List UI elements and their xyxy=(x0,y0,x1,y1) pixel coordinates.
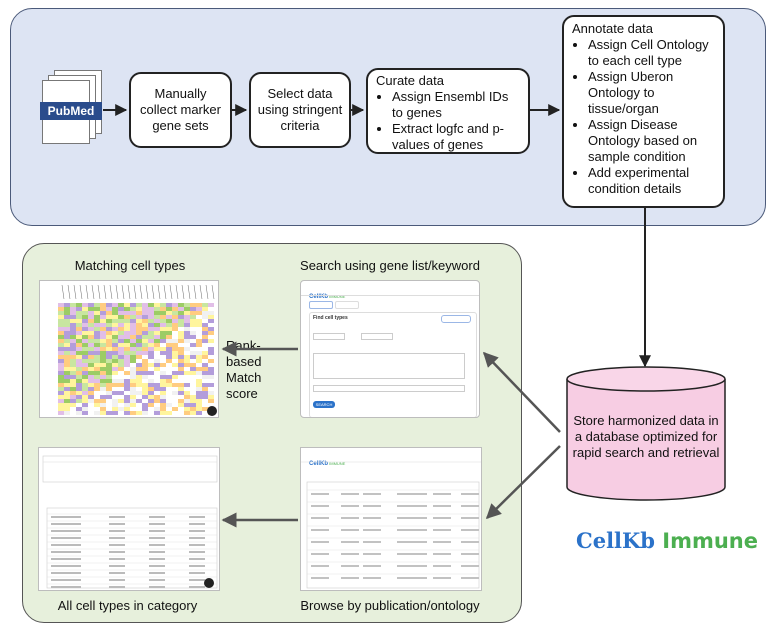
brand-cell: Cell xyxy=(576,528,623,553)
search-screen-button: SEARCH xyxy=(313,401,335,408)
browse-table-screenshot: CellKb IMMUNE xyxy=(300,447,482,591)
matching-heatmap-screenshot xyxy=(39,280,219,418)
category-table-graphic xyxy=(42,455,218,589)
matching-caption: Matching cell types xyxy=(74,258,186,273)
annotate-data-heading: Annotate data xyxy=(572,21,653,36)
collect-markers-label: Manually collect marker gene sets xyxy=(140,86,221,133)
curate-data-heading: Curate data xyxy=(376,73,444,88)
annotate-data-item: Assign Disease Ontology based on sample … xyxy=(588,117,715,165)
browse-screen-logo: CellKb IMMUNE xyxy=(309,461,346,467)
search-caption: Search using gene list/keyword xyxy=(300,258,480,273)
annotate-data-item: Assign Cell Ontology to each cell type xyxy=(588,37,715,69)
annotate-data-step: Annotate data Assign Cell Ontology to ea… xyxy=(562,15,725,208)
database-label: Store harmonized data in a database opti… xyxy=(572,413,720,460)
search-page-screenshot: CellKb IMMUNE Find cell types SEARCH xyxy=(300,280,480,418)
heatmap-graphic xyxy=(58,284,217,416)
annotate-data-item: Add experimental condition details xyxy=(588,165,715,197)
search-screen-heading: Find cell types xyxy=(313,315,348,321)
brand-immune: Immune xyxy=(654,529,758,553)
cellkb-immune-logo: CellKb Immune xyxy=(576,528,758,553)
brand-kb: Kb xyxy=(622,528,655,553)
category-caption: All cell types in category xyxy=(57,598,198,613)
curate-data-step: Curate data Assign Ensembl IDs to genes … xyxy=(366,68,530,154)
database-cylinder: Store harmonized data in a database opti… xyxy=(565,365,727,502)
select-data-step: Select data using stringent criteria xyxy=(249,72,351,148)
curate-data-list: Assign Ensembl IDs to genes Extract logf… xyxy=(376,89,520,153)
curate-data-item: Assign Ensembl IDs to genes xyxy=(392,89,520,121)
pubmed-logo-text: PubMed xyxy=(40,102,102,120)
select-data-label: Select data using stringent criteria xyxy=(257,86,343,133)
category-table-screenshot xyxy=(38,447,220,591)
rank-match-label: Rank-based Match score xyxy=(226,338,262,401)
browse-caption: Browse by publication/ontology xyxy=(300,598,480,613)
annotate-data-list: Assign Cell Ontology to each cell type A… xyxy=(572,37,715,197)
pubmed-icon: PubMed xyxy=(40,70,102,146)
curate-data-item: Extract logfc and p-values of genes xyxy=(392,121,520,153)
annotate-data-item: Assign Uberon Ontology to tissue/organ xyxy=(588,69,715,117)
browse-table-graphic xyxy=(301,461,481,589)
search-screen-logo: CellKb IMMUNE xyxy=(309,294,346,300)
collect-markers-step: Manually collect marker gene sets xyxy=(129,72,232,148)
